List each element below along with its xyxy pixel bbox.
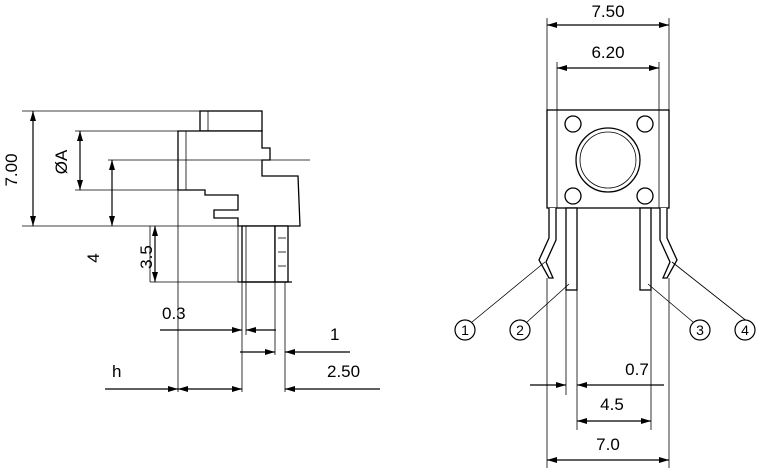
dim-2-50-label: 2.50 bbox=[327, 362, 360, 381]
dim-4-5-label: 4.5 bbox=[600, 395, 624, 414]
dim-0-3-label: 0.3 bbox=[162, 304, 186, 323]
dim-7-50-label: 7.50 bbox=[591, 2, 624, 21]
front-view: 7.50 6.20 0.7 4.5 7.0 1 2 3 bbox=[454, 2, 756, 468]
dim-3-5-label: 3.5 bbox=[137, 245, 156, 269]
pin-2-label: 2 bbox=[516, 322, 524, 338]
dim-0-7-label: 0.7 bbox=[625, 360, 649, 379]
pin-4-label: 4 bbox=[741, 322, 749, 338]
pin-1-callout: 1 bbox=[454, 319, 476, 341]
pin-3-callout: 3 bbox=[689, 319, 711, 341]
dim-4-label: 4 bbox=[84, 253, 103, 262]
dim-7-0-label: 7.0 bbox=[596, 435, 620, 454]
pin-2-callout: 2 bbox=[509, 319, 531, 341]
dim-6-20-label: 6.20 bbox=[591, 43, 624, 62]
side-view: 7.00 ØA 4 3.5 0.3 1 h 2.50 bbox=[2, 110, 380, 392]
dim-7-00-label: 7.00 bbox=[2, 153, 21, 186]
pin-3-label: 3 bbox=[696, 322, 704, 338]
side-view-body bbox=[177, 110, 301, 283]
dim-diameter-a-label: ØA bbox=[52, 149, 71, 174]
front-view-body bbox=[538, 109, 678, 291]
pin-4-callout: 4 bbox=[734, 319, 756, 341]
pin-1-label: 1 bbox=[461, 322, 469, 338]
dim-1-label: 1 bbox=[330, 325, 339, 344]
dim-h-label: h bbox=[112, 362, 121, 381]
